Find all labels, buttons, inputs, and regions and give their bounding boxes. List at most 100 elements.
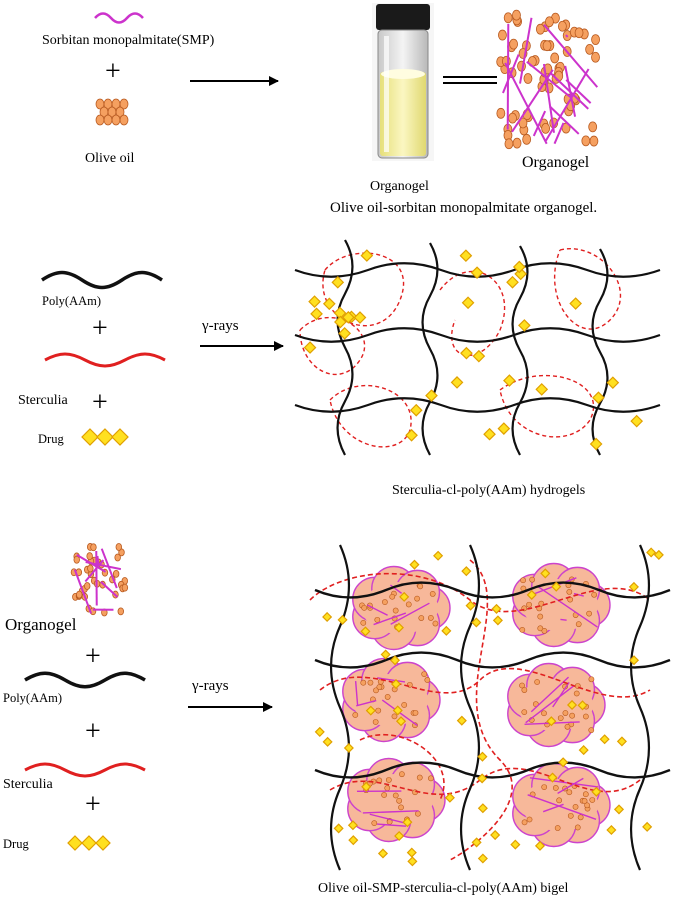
smp-squiggle-icon [95,14,143,23]
oil-droplet [353,712,358,717]
drug-particle [631,416,642,427]
oil-droplet [377,684,382,689]
drug-particle [507,277,518,288]
oil-droplet [393,793,398,798]
oil-droplet [586,44,594,54]
drug-particle [458,716,466,724]
oil-droplet [84,582,90,589]
organogel-label: Organogel [5,615,77,634]
plus-sign: + [85,789,101,820]
poly-aam-chain [315,653,670,668]
oil-droplet [575,28,583,38]
plus-sign: + [92,313,108,344]
drug-diamonds-icon [82,429,128,445]
drug-particle [536,384,547,395]
oil-droplet [422,671,427,676]
drug-particle [338,616,346,624]
oil-droplet [361,680,366,685]
oil-droplet [523,134,531,144]
oil-droplet [583,792,588,797]
oil-droplet [570,713,575,718]
oil-droplet [520,578,525,583]
drug-particle [410,560,418,568]
smp-label: Sorbitan monopalmitate(SMP) [42,33,215,48]
oil-droplet [362,605,367,610]
drug-particle [494,616,502,624]
gamma-rays-label: γ-rays [201,318,239,334]
oil-droplet [381,792,386,797]
oil-droplet [392,714,397,719]
poly-aam-chain [423,243,438,455]
oil-droplet [510,39,518,49]
drug-diamonds-icon [68,836,110,850]
poly-aam-chain [295,398,660,412]
drug-particle [491,831,499,839]
sterculia-chain-icon [25,764,145,776]
drug-particle [618,737,626,745]
drug-label: Drug [38,432,64,446]
drug-particle [311,308,322,319]
drug-particle [591,439,602,450]
olive-oil-droplets-icon [96,99,128,125]
drug-particle [511,840,519,848]
poly-aam-label: Poly(AAm) [3,691,62,705]
drug-particle [406,430,417,441]
oil-droplet [520,627,525,632]
oil-droplet [372,821,377,826]
hydrogel-caption: Sterculia-cl-poly(AAm) hydrogels [392,483,585,498]
oil-droplet [587,611,592,616]
oil-droplet [430,591,435,596]
drug-particle [68,836,82,850]
oil-droplet [558,715,563,720]
drug-particle [349,836,357,844]
drug-particle [498,423,509,434]
oil-droplet [545,17,553,27]
oil-droplet [428,776,433,781]
oil-droplet [498,30,506,40]
oil-droplet [513,138,521,148]
oil-droplet [512,10,520,20]
drug-particle [379,849,387,857]
panel-hydrogel: Poly(AAm) + Sterculia + Drug γ-rays Ster… [18,240,660,498]
bigel-caption: Olive oil-SMP-sterculia-cl-poly(AAm) big… [318,881,569,896]
oil-droplet [504,13,512,23]
oil-droplet [509,113,517,123]
drug-particle [442,627,450,635]
drug-particle [452,377,463,388]
oil-droplet [538,614,543,619]
drug-particle [309,296,320,307]
oil-droplet [592,52,600,62]
oil-droplet [565,724,570,729]
drug-particle [460,250,471,261]
oil-droplet [419,615,424,620]
drug-particle [446,794,454,802]
drug-particle [461,348,472,359]
oil-droplet [582,798,587,803]
oil-droplet [557,798,562,803]
drug-particle [655,551,663,559]
organogel-domain [348,759,445,842]
oil-droplet [505,139,513,149]
drug-particle [82,429,98,445]
drug-particle [411,405,422,416]
organogel-domain [508,664,605,747]
oil-droplet [558,21,566,31]
oil-droplet [390,594,395,599]
drug-particle [408,857,416,865]
drug-particle [607,826,615,834]
oil-droplet [88,565,94,572]
sterculia-chain-icon [45,354,165,366]
sterculia-chain [450,560,512,860]
drug-particle [479,804,487,812]
oil-droplet [592,592,597,597]
drug-particle [408,848,416,856]
drug-particle [600,735,608,743]
poly-aam-chain-icon [25,673,145,687]
oil-droplet [535,679,540,684]
oil-droplet [397,798,402,803]
oil-droplet [399,772,404,777]
organogel-domain [343,659,440,742]
oil-droplet [122,584,128,591]
oil-droplet [522,687,527,692]
